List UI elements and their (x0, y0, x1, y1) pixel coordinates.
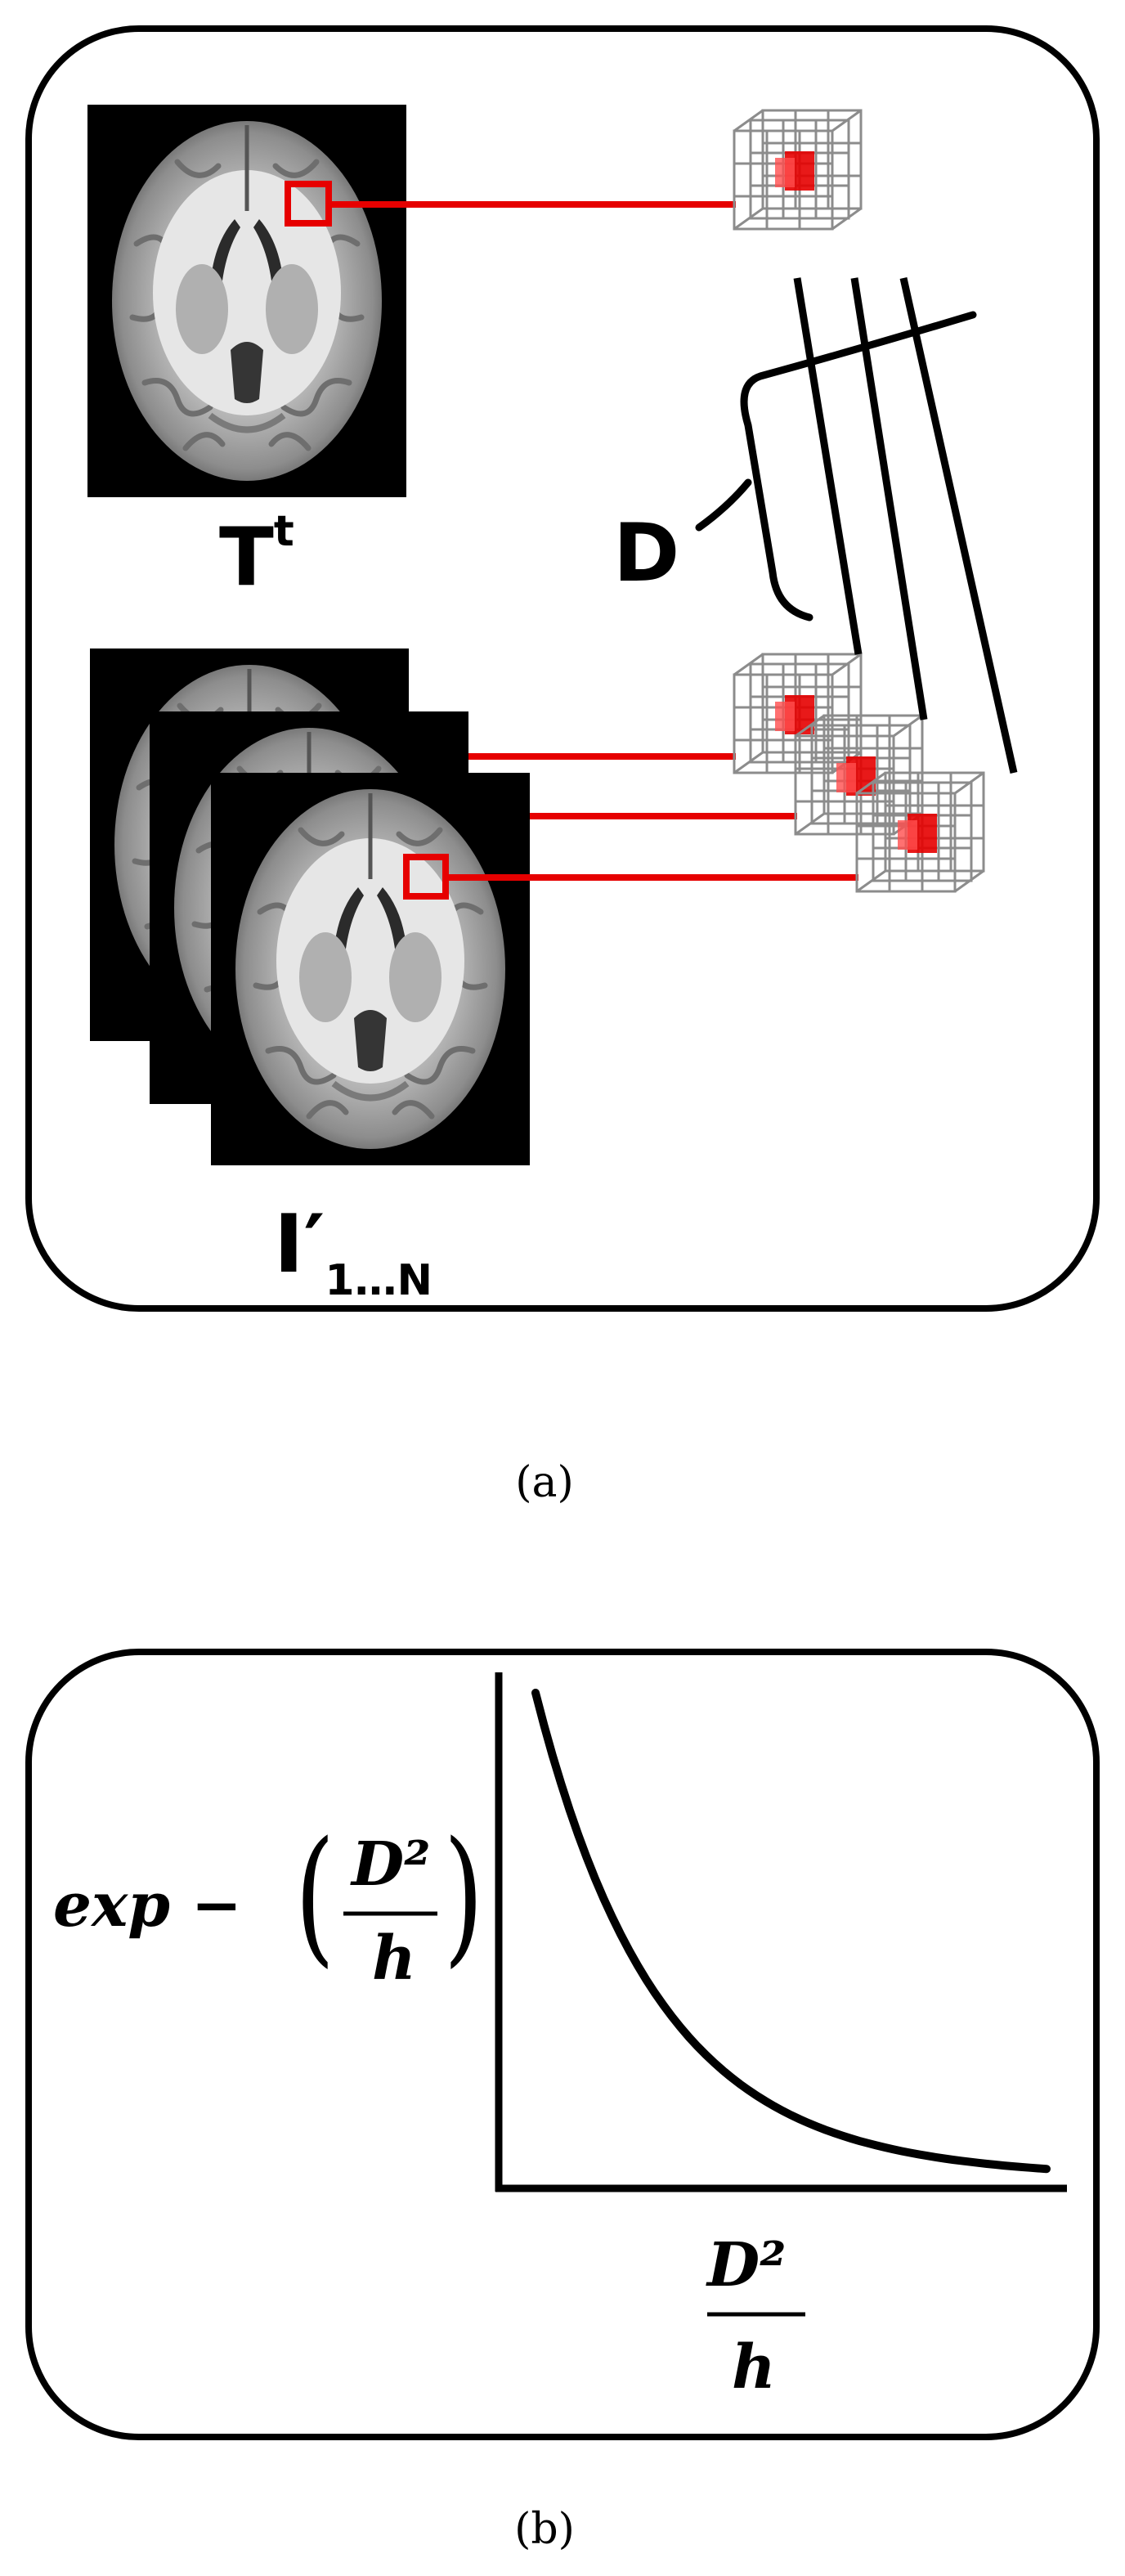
svg-text:D²: D² (350, 1829, 431, 1900)
panel-b-frame (25, 1649, 1100, 2440)
distance-brace (695, 311, 977, 622)
svg-text:h: h (372, 1923, 416, 1994)
panel-a-caption: (a) (515, 1458, 574, 1507)
atlas-brain-image-3 (211, 773, 530, 1165)
svg-text:exp −: exp − (53, 1870, 242, 1941)
panel-b-caption: (b) (514, 2505, 575, 2554)
template-label: Tt (219, 507, 294, 604)
svg-text:h: h (732, 2332, 776, 2403)
svg-text:D²: D² (706, 2230, 787, 2300)
axes (495, 1672, 1067, 2192)
distance-connectors (793, 277, 1018, 774)
panel-b: exp − ( D² h ) D² h (25, 1649, 1100, 2440)
x-axis-label: D² h (706, 2230, 805, 2403)
decay-curve (531, 1689, 1051, 2174)
svg-text:(: ( (295, 1810, 335, 1981)
atlas-label: I′1…N (274, 1198, 433, 1305)
distance-label: D (613, 507, 679, 600)
svg-text:): ) (444, 1810, 484, 1981)
panel-a: Tt D I′1…N (25, 25, 1100, 1312)
template-brain-image (87, 105, 406, 497)
y-axis-label: exp − ( D² h ) (53, 1810, 484, 1994)
